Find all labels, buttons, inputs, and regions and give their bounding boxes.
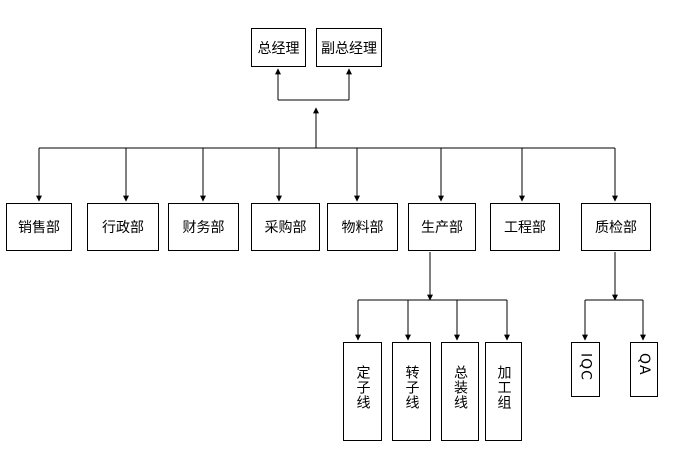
node-processing-group: 加工组 [485, 342, 522, 441]
node-admin-dept: 行政部 [87, 203, 159, 251]
node-stator-line: 定子线 [343, 342, 382, 441]
node-purchasing-dept: 采购部 [251, 203, 320, 251]
node-label: 总装线 [452, 365, 468, 410]
node-deputy-general-manager: 副总经理 [316, 28, 382, 67]
node-label: QA [636, 353, 652, 376]
node-label: 质检部 [595, 220, 637, 236]
node-label: 加工组 [495, 365, 512, 410]
node-label: 转子线 [403, 365, 420, 410]
node-general-manager: 总经理 [251, 28, 306, 67]
node-label: 销售部 [18, 220, 60, 236]
node-label: 副总经理 [321, 40, 377, 57]
node-assembly-line: 总装线 [441, 342, 479, 441]
node-label: 定子线 [354, 365, 371, 410]
node-label: 工程部 [504, 220, 546, 236]
node-label: 生产部 [421, 220, 463, 236]
node-rotor-line: 转子线 [392, 342, 431, 441]
node-label: 财务部 [182, 220, 225, 236]
node-quality-dept: 质检部 [581, 203, 651, 251]
node-finance-dept: 财务部 [168, 203, 239, 251]
node-label: 总经理 [257, 40, 300, 57]
node-iqc: IQC [571, 342, 600, 397]
node-label: 采购部 [264, 220, 307, 236]
node-qa: QA [630, 342, 658, 397]
node-label: 物料部 [341, 220, 384, 236]
node-production-dept: 生产部 [408, 203, 476, 251]
node-materials-dept: 物料部 [327, 203, 398, 251]
node-sales-dept: 销售部 [6, 203, 72, 251]
node-engineering-dept: 工程部 [490, 203, 560, 251]
node-label: IQC [577, 353, 594, 381]
node-label: 行政部 [102, 220, 144, 236]
